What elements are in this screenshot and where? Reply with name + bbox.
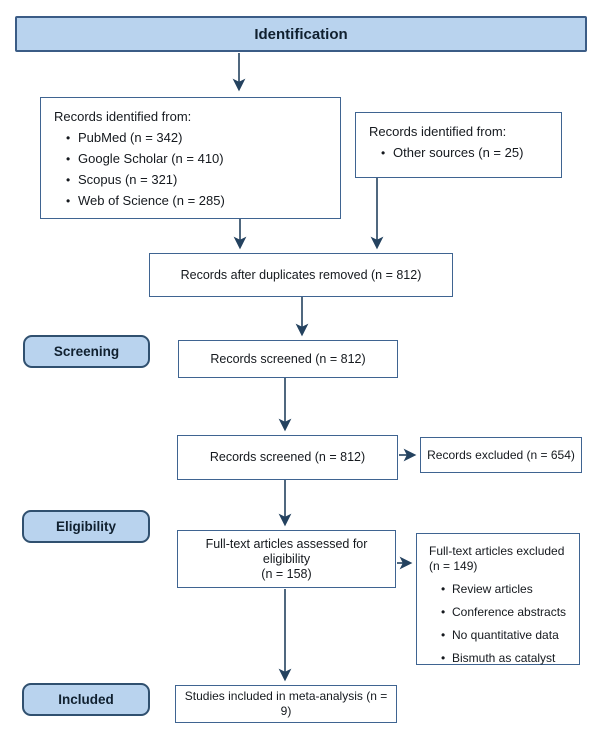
stage-pill-label: Eligibility (55, 519, 116, 534)
box-text-line2: (n = 158) (261, 566, 312, 581)
list-item: PubMed (n = 342) (66, 130, 327, 146)
list-item: Scopus (n = 321) (66, 172, 327, 188)
box-title: Records identified from: (54, 109, 192, 124)
source-list: PubMed (n = 342) Google Scholar (n = 410… (54, 130, 327, 209)
stage-pill-label: Screening (53, 344, 120, 359)
box-records-screened-1: Records screened (n = 812) (178, 340, 398, 378)
box-records-identified-other: Records identified from: Other sources (… (355, 112, 562, 178)
box-title: Records identified from: (369, 124, 507, 139)
list-item: No quantitative data (441, 628, 569, 643)
stage-pill-label: Included (58, 692, 114, 707)
stage-pill-eligibility: Eligibility (22, 510, 150, 543)
list-item: Other sources (n = 25) (381, 145, 548, 161)
list-item: Web of Science (n = 285) (66, 193, 327, 209)
stage-banner-label: Identification (254, 25, 348, 43)
box-records-identified-primary: Records identified from: PubMed (n = 342… (40, 97, 341, 219)
stage-banner-identification: Identification (15, 16, 587, 52)
box-records-screened-2: Records screened (n = 812) (177, 435, 398, 480)
box-duplicates-removed: Records after duplicates removed (n = 81… (149, 253, 453, 297)
box-text: Studies included in meta-analysis (n = 9… (184, 689, 388, 718)
box-text: Records screened (n = 812) (210, 351, 366, 366)
list-item: Review articles (441, 582, 569, 597)
box-studies-included: Studies included in meta-analysis (n = 9… (175, 685, 397, 723)
box-fulltext-assessed: Full-text articles assessed for eligibil… (177, 530, 396, 588)
box-records-excluded: Records excluded (n = 654) (420, 437, 582, 473)
list-item: Google Scholar (n = 410) (66, 151, 327, 167)
box-text: Records excluded (n = 654) (427, 447, 575, 462)
stage-pill-screening: Screening (23, 335, 150, 368)
box-text-line1: Full-text articles assessed for eligibil… (205, 536, 368, 566)
box-text: Records after duplicates removed (n = 81… (180, 267, 422, 282)
box-title: Full-text articles excluded (429, 544, 565, 558)
stage-pill-included: Included (22, 683, 150, 716)
box-text: Records screened (n = 812) (209, 450, 366, 464)
exclusion-reason-list: Review articles Conference abstracts No … (429, 582, 569, 666)
list-item: Bismuth as catalyst (441, 651, 569, 666)
source-list: Other sources (n = 25) (369, 145, 548, 161)
list-item: Conference abstracts (441, 605, 569, 620)
box-fulltext-excluded: Full-text articles excluded (n = 149) Re… (416, 533, 580, 666)
box-count: (n = 149) (429, 559, 478, 573)
